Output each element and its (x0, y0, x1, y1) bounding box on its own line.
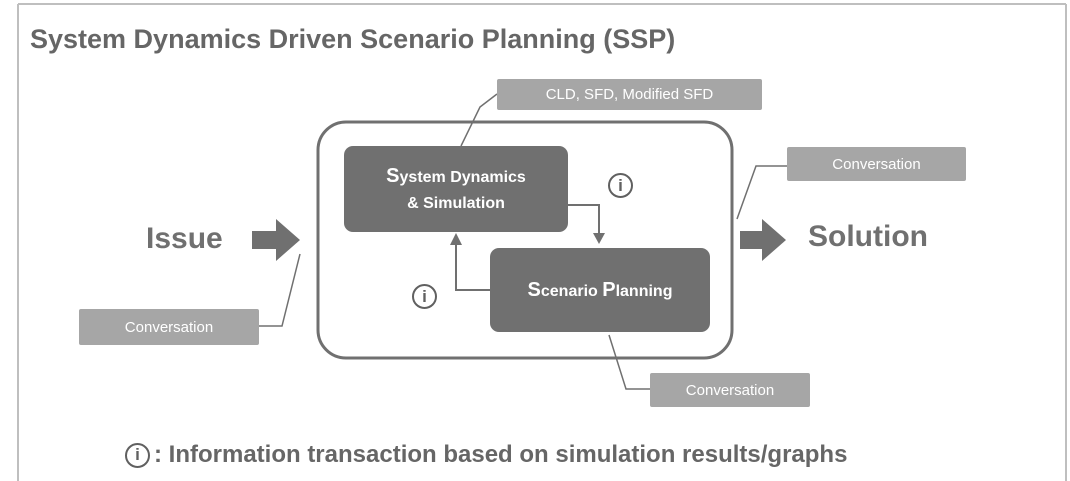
conversation-bottom-callout-line (608, 334, 650, 390)
scenario-initial: S (527, 278, 541, 301)
diagram-title: System Dynamics Driven Scenario Planning… (30, 24, 676, 54)
info-icon-legend: i (125, 442, 150, 468)
scenario-rest: cenario (540, 282, 603, 300)
issue-arrow (252, 219, 300, 261)
system-dynamics-initial: S (386, 165, 400, 188)
footnote: i : Information transaction based on sim… (125, 441, 847, 469)
planning-initial: P (602, 278, 616, 301)
conversation-left-callout-line (259, 253, 301, 327)
solution-label: Solution (808, 220, 928, 253)
info-icon-lower: i (412, 284, 437, 309)
issue-label: Issue (146, 222, 223, 255)
info-icon-upper: i (608, 173, 633, 198)
planning-rest: lanning (615, 282, 673, 300)
solution-arrow (740, 219, 786, 261)
central-container (316, 120, 734, 360)
models-callout-line (460, 93, 498, 147)
conversation-tag-right: Conversation (787, 147, 966, 181)
system-dynamics-line2: & Simulation (407, 195, 505, 213)
system-dynamics-node: System Dynamics & Simulation (344, 146, 568, 232)
models-tag: CLD, SFD, Modified SFD (497, 79, 762, 110)
conversation-right-callout-line (736, 165, 787, 220)
sp-to-sd-arrowhead (450, 233, 462, 245)
footnote-text: : Information transaction based on simul… (154, 441, 848, 468)
scenario-planning-node: Scenario Planning (490, 248, 710, 332)
sd-to-sp-arrowhead (593, 233, 605, 244)
system-dynamics-line1: ystem Dynamics (399, 169, 526, 187)
conversation-tag-bottom: Conversation (650, 373, 810, 407)
sp-to-sd-connector (455, 244, 490, 291)
conversation-tag-left: Conversation (79, 309, 259, 345)
sd-to-sp-connector (568, 204, 600, 234)
